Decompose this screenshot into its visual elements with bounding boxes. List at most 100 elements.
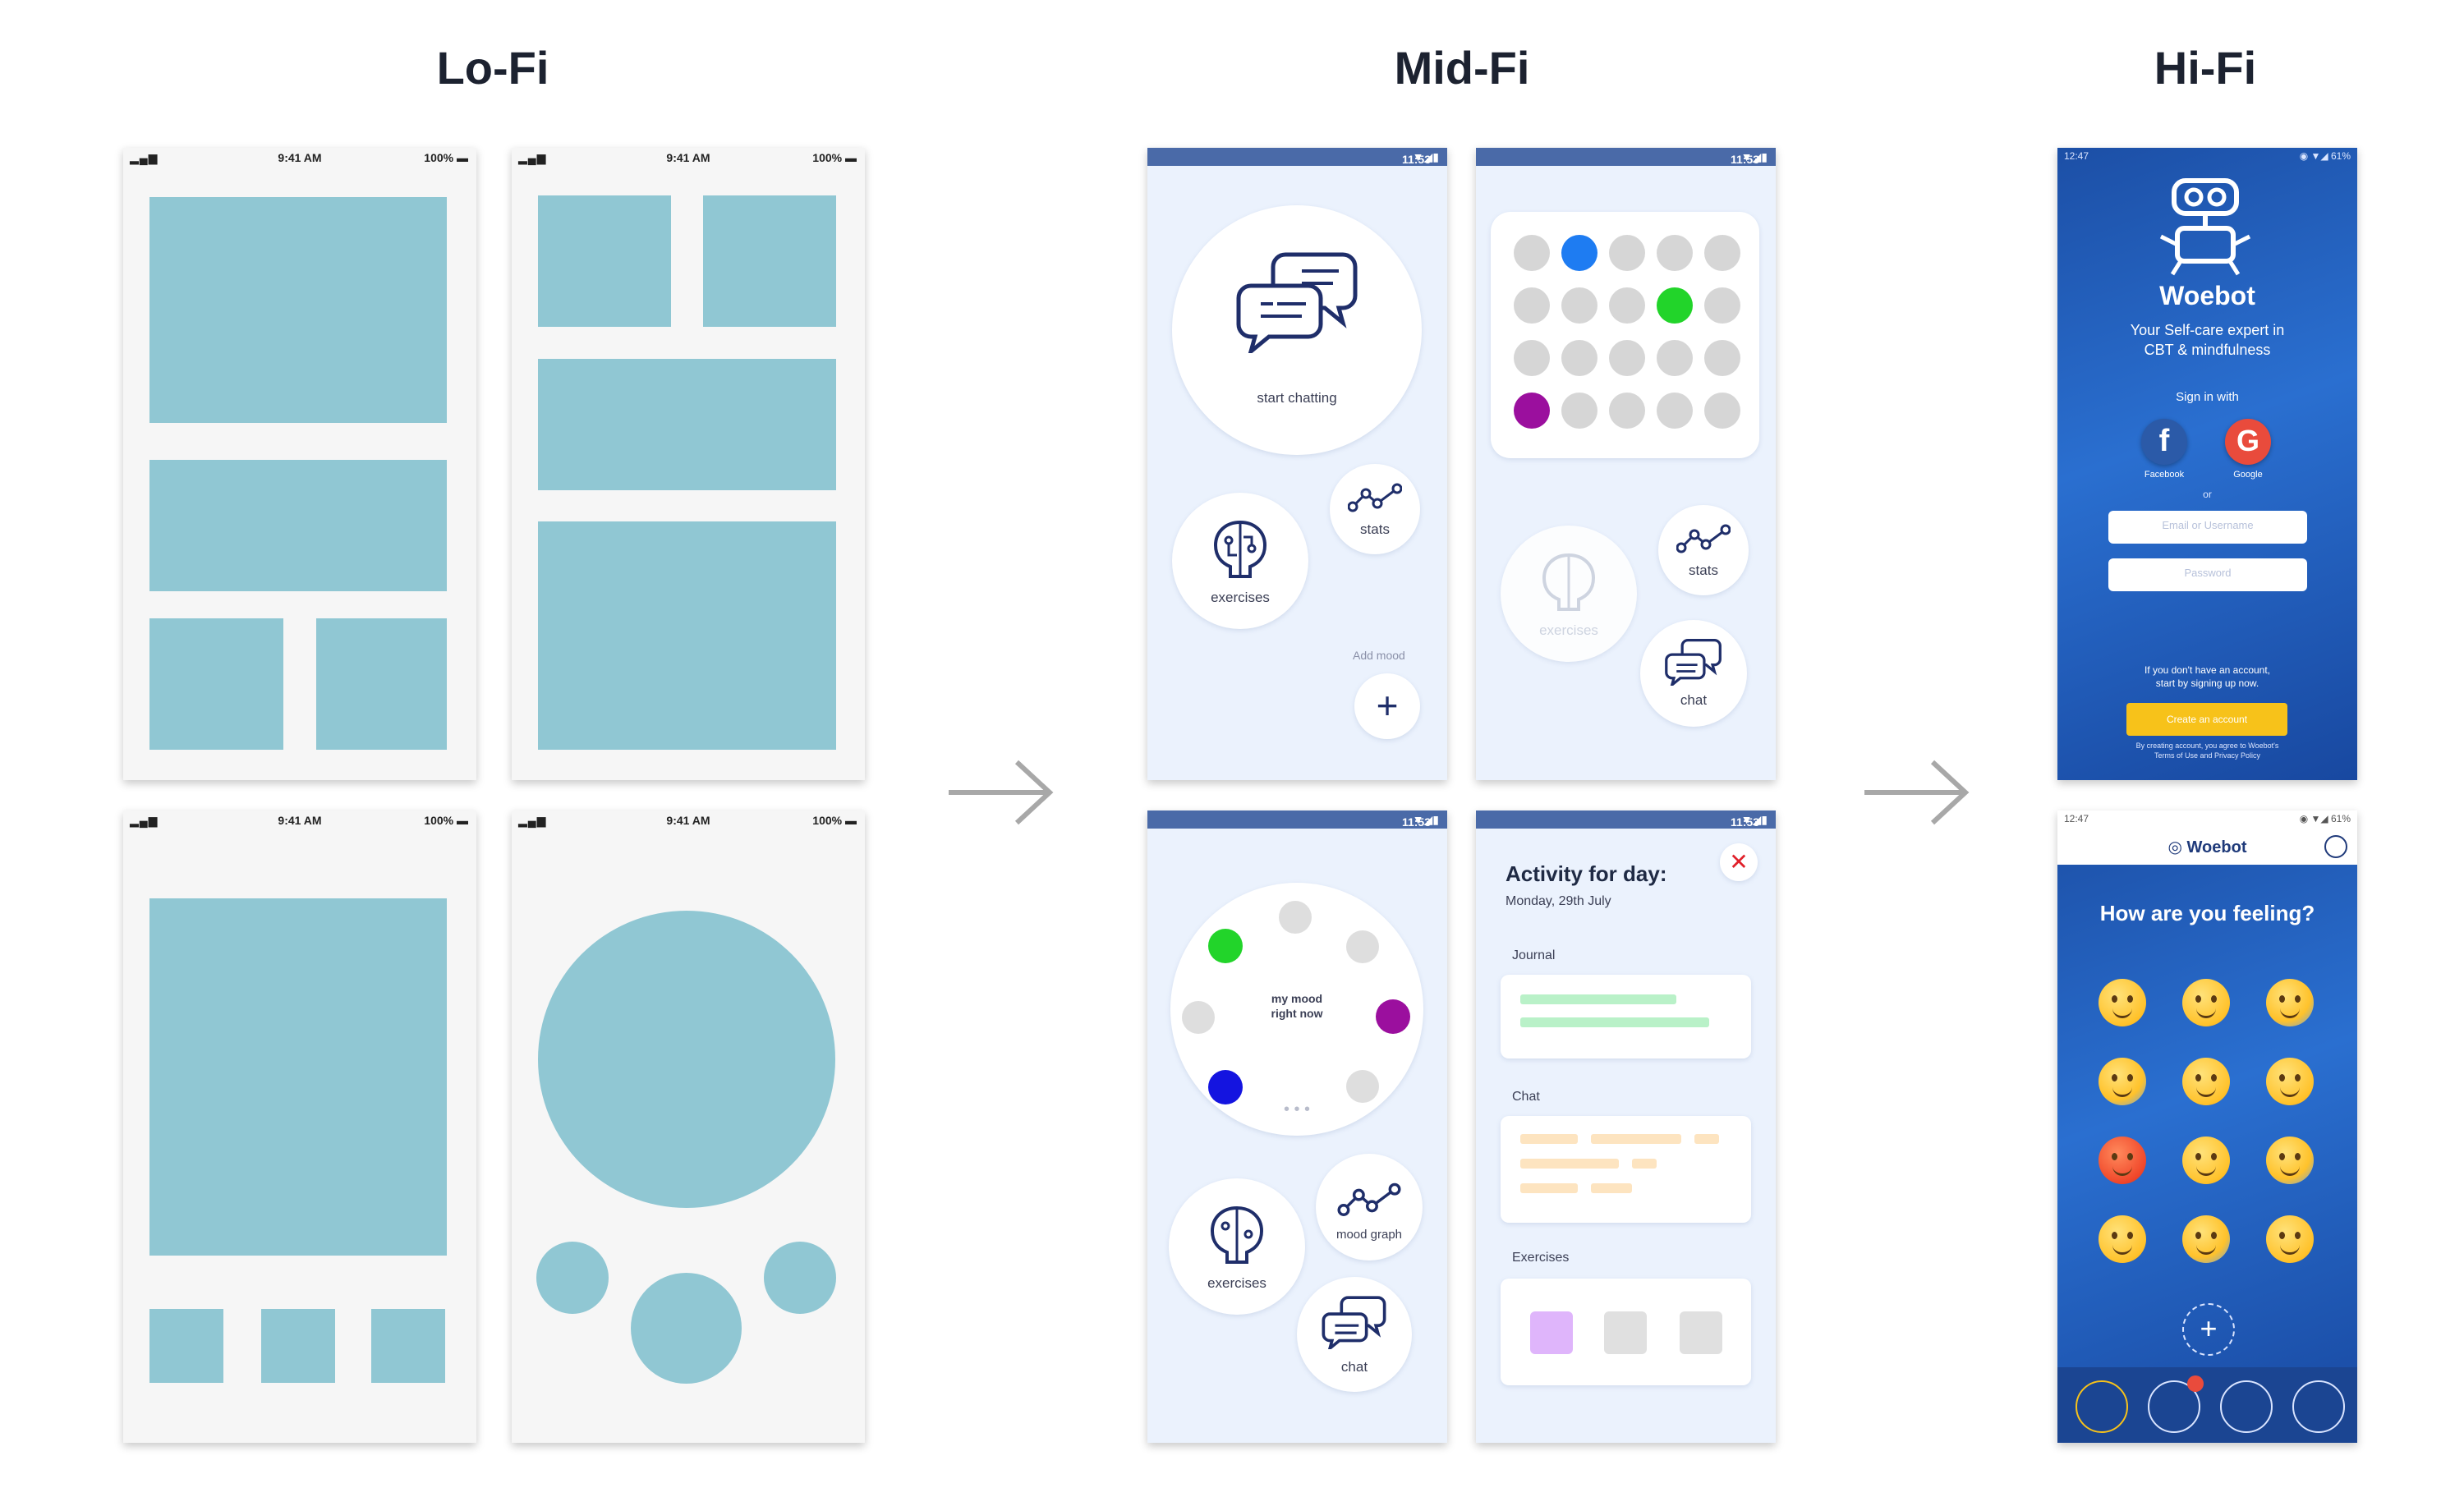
nav-chat-icon[interactable] bbox=[2148, 1375, 2204, 1433]
mood-dot[interactable] bbox=[1657, 340, 1693, 376]
email-input[interactable]: Email or Username bbox=[2108, 511, 2307, 544]
mood-dot-gray[interactable] bbox=[1346, 1070, 1379, 1103]
eye bbox=[2112, 1074, 2117, 1081]
mood-dot[interactable] bbox=[1657, 287, 1693, 324]
mood-dot[interactable] bbox=[1561, 287, 1597, 324]
emoji-face-icon[interactable] bbox=[2099, 1215, 2146, 1263]
emoji-face-icon[interactable] bbox=[2266, 1058, 2314, 1105]
journal-card[interactable] bbox=[1501, 975, 1751, 1058]
chat-button[interactable]: chat bbox=[1297, 1277, 1412, 1392]
chat-button[interactable]: chat bbox=[1640, 620, 1747, 727]
mood-dot[interactable] bbox=[1609, 287, 1645, 324]
mood-dot[interactable] bbox=[1514, 235, 1550, 271]
hifi-login-screen: 12:47 ◉ ▼◢ 61% Woebot Your Self-care exp… bbox=[2057, 148, 2357, 780]
wire-block bbox=[538, 359, 836, 490]
chat-card[interactable] bbox=[1501, 1116, 1751, 1223]
mood-dot[interactable] bbox=[1609, 235, 1645, 271]
mood-dot[interactable] bbox=[1704, 340, 1740, 376]
stats-label: stats bbox=[1360, 521, 1390, 537]
emoji-face-icon[interactable] bbox=[2266, 1215, 2314, 1263]
mood-dot[interactable] bbox=[1561, 235, 1597, 271]
google-icon: G bbox=[2236, 424, 2259, 457]
sign-in-with-label: Sign in with bbox=[2176, 390, 2239, 404]
emoji-face-icon[interactable] bbox=[2266, 1137, 2314, 1184]
notification-badge bbox=[2187, 1375, 2204, 1392]
mood-dot[interactable] bbox=[1514, 340, 1550, 376]
eye bbox=[2279, 1153, 2285, 1160]
eye bbox=[2127, 1232, 2133, 1239]
hifi-title: Hi-Fi bbox=[2154, 42, 2257, 94]
woebot-header-title: ◎ Woebot bbox=[2167, 838, 2247, 856]
exercises-button-disabled[interactable]: exercises bbox=[1501, 526, 1637, 662]
emoji-face-icon[interactable] bbox=[2182, 1058, 2230, 1105]
exercise-tile[interactable] bbox=[1604, 1311, 1647, 1354]
chat-line bbox=[1591, 1183, 1632, 1193]
mood-dot[interactable] bbox=[1704, 235, 1740, 271]
emoji-face-icon[interactable] bbox=[2182, 1215, 2230, 1263]
exercise-tile-active[interactable] bbox=[1530, 1311, 1573, 1354]
mood-dot-gray[interactable] bbox=[1182, 1001, 1215, 1034]
nav-stats-icon[interactable] bbox=[2292, 1380, 2345, 1433]
mood-dot[interactable] bbox=[1704, 287, 1740, 324]
emoji-face-icon[interactable] bbox=[2266, 979, 2314, 1026]
emoji-face-icon[interactable] bbox=[2182, 1137, 2230, 1184]
mood-dot[interactable] bbox=[1514, 287, 1550, 324]
mood-dot-gray[interactable] bbox=[1346, 930, 1379, 963]
mouth bbox=[2280, 1245, 2300, 1255]
facebook-button[interactable]: f bbox=[2141, 419, 2187, 465]
arrow-right-icon bbox=[1864, 760, 1970, 825]
app-name: Woebot bbox=[2159, 281, 2255, 310]
more-dots-icon: • • • bbox=[1283, 1100, 1311, 1118]
eye bbox=[2279, 1232, 2285, 1239]
facebook-label: Facebook bbox=[2144, 470, 2185, 480]
create-account-button[interactable]: Create an account bbox=[2126, 703, 2287, 736]
stats-button[interactable]: stats bbox=[1658, 505, 1749, 595]
chat-section-label: Chat bbox=[1512, 1090, 1540, 1104]
mouth bbox=[2280, 1166, 2300, 1176]
mood-dot-green[interactable] bbox=[1208, 929, 1243, 963]
mood-dot[interactable] bbox=[1609, 340, 1645, 376]
exercises-button[interactable]: exercises bbox=[1169, 1178, 1305, 1315]
mood-dot[interactable] bbox=[1561, 393, 1597, 429]
eye bbox=[2211, 995, 2217, 1003]
exercise-tile[interactable] bbox=[1680, 1311, 1722, 1354]
exercises-card[interactable] bbox=[1501, 1279, 1751, 1385]
wire-block bbox=[703, 195, 836, 327]
eye bbox=[2295, 1153, 2301, 1160]
nav-exercises-icon[interactable] bbox=[2220, 1380, 2273, 1433]
add-emotion-button[interactable]: + bbox=[2182, 1303, 2235, 1356]
mouth bbox=[2112, 1166, 2132, 1176]
password-input[interactable]: Password bbox=[2108, 558, 2307, 591]
emoji-face-icon[interactable] bbox=[2099, 979, 2146, 1026]
mood-dot[interactable] bbox=[1657, 235, 1693, 271]
emoji-face-icon[interactable] bbox=[2182, 979, 2230, 1026]
chat-label: chat bbox=[1340, 1359, 1368, 1375]
status-bar: 12:47 ◉ ▼◢ 61% bbox=[2057, 810, 2357, 827]
stats-button[interactable]: stats bbox=[1330, 464, 1420, 554]
mood-dot[interactable] bbox=[1514, 393, 1550, 429]
mood-dot-gray[interactable] bbox=[1279, 901, 1312, 934]
wire-circle bbox=[536, 1242, 609, 1314]
eye bbox=[2295, 995, 2301, 1003]
activity-title: Activity for day: bbox=[1506, 861, 1667, 886]
mood-dot[interactable] bbox=[1657, 393, 1693, 429]
profile-icon[interactable] bbox=[2324, 835, 2347, 858]
mood-dot-purple[interactable] bbox=[1376, 999, 1410, 1034]
google-button[interactable]: G bbox=[2225, 419, 2271, 465]
emoji-face-icon[interactable] bbox=[2099, 1058, 2146, 1105]
mood-dot[interactable] bbox=[1609, 393, 1645, 429]
start-chatting-button[interactable]: start chatting bbox=[1172, 205, 1422, 455]
nav-home-icon[interactable] bbox=[2076, 1380, 2128, 1433]
close-button[interactable]: ✕ bbox=[1720, 843, 1758, 881]
mood-graph-button[interactable]: mood graph bbox=[1316, 1154, 1423, 1261]
mood-dot[interactable] bbox=[1704, 393, 1740, 429]
add-mood-button[interactable]: + bbox=[1354, 673, 1420, 739]
mood-dot[interactable] bbox=[1561, 340, 1597, 376]
exercises-button[interactable]: exercises bbox=[1172, 493, 1308, 629]
mood-graph-label: mood graph bbox=[1335, 1228, 1403, 1242]
emoji-face-icon[interactable] bbox=[2099, 1137, 2146, 1184]
signal-icon: ▂▄▆ bbox=[518, 151, 547, 164]
mood-dot-blue[interactable] bbox=[1208, 1070, 1243, 1104]
